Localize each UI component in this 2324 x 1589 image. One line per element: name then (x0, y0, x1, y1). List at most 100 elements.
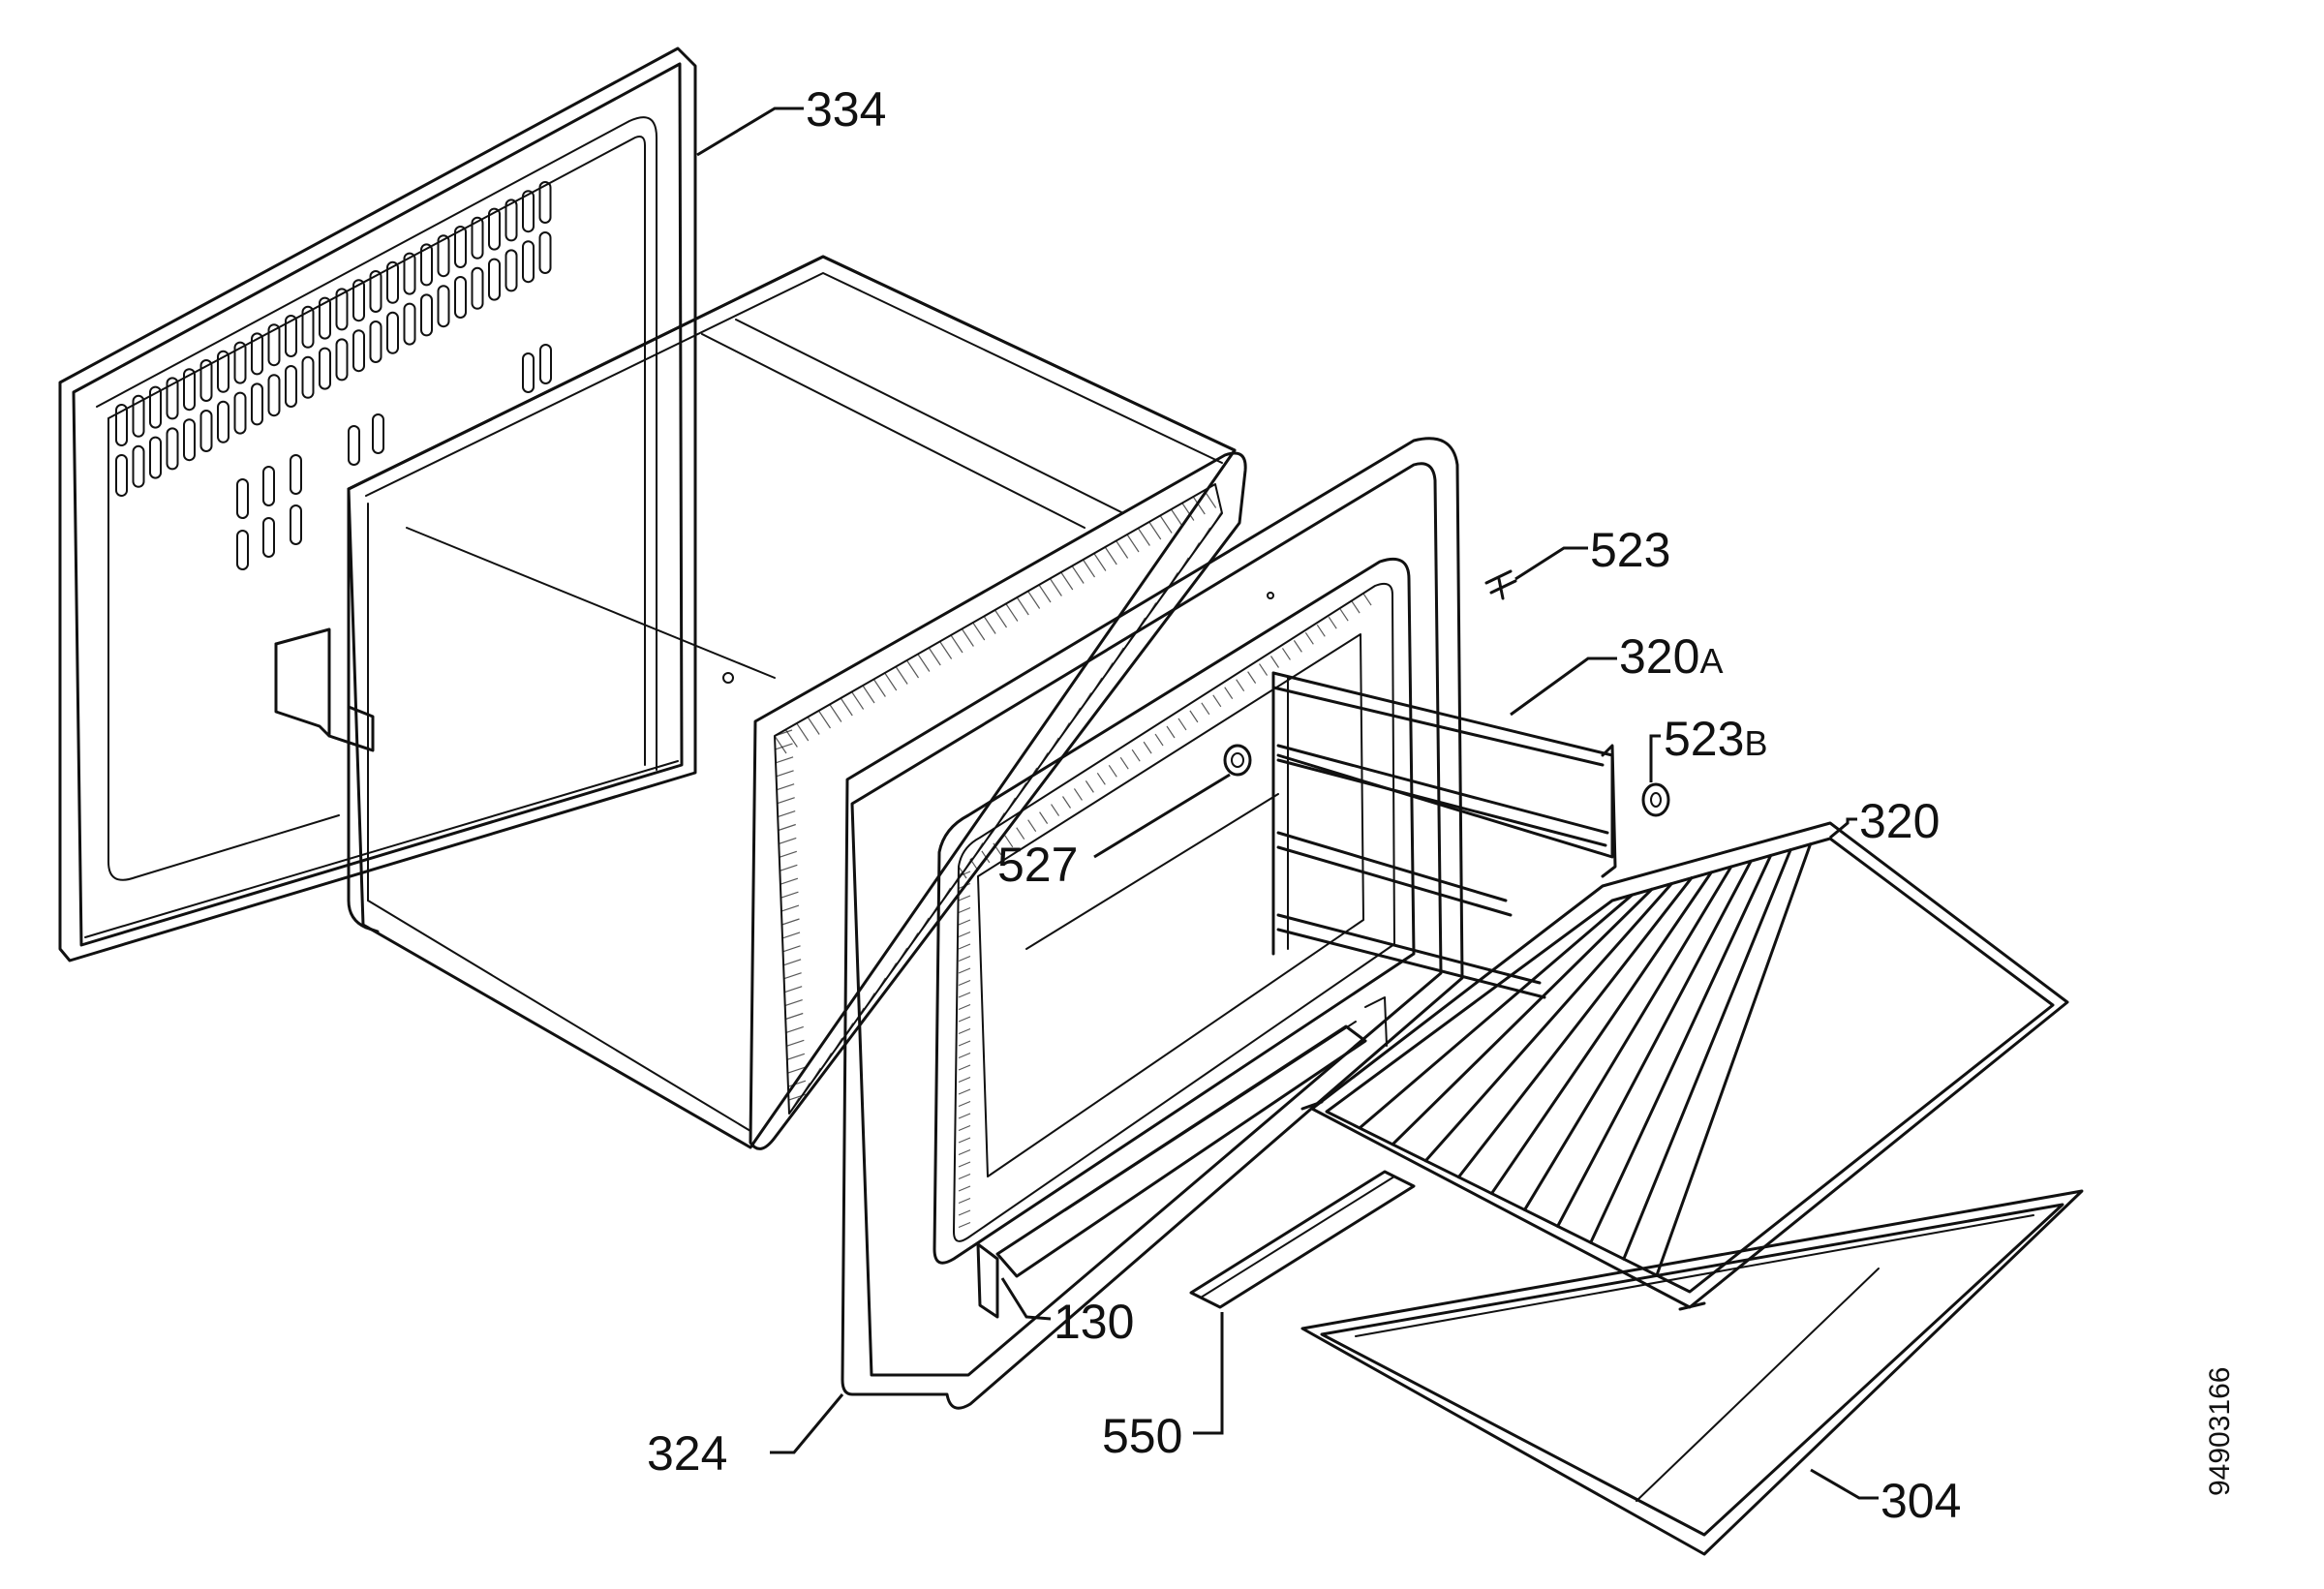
hatch-line (1293, 640, 1302, 653)
hatch-line (897, 947, 908, 964)
hatch-line (895, 666, 908, 685)
hatch-line (958, 1064, 971, 1071)
hatch-line (862, 685, 875, 704)
hatch-line (917, 654, 931, 672)
hatch-line (1281, 648, 1291, 660)
baking-tray (1300, 1189, 2084, 1556)
hatch-line (1159, 515, 1173, 534)
hatch-line (958, 1003, 971, 1011)
hatch-line (782, 959, 802, 966)
front-frame (841, 437, 1464, 1410)
hatch-line (1005, 603, 1019, 622)
hatch-line (1137, 528, 1150, 546)
hatch-line (993, 842, 1002, 856)
hatch-line (958, 895, 971, 901)
hatch-line (1204, 490, 1217, 508)
slot (505, 199, 518, 242)
label-523b-number: 523 (1664, 712, 1744, 766)
shelf-wire (1622, 848, 1792, 1261)
hatch-line (1071, 565, 1085, 584)
shelf-wire (1589, 853, 1773, 1244)
slot (149, 385, 162, 429)
slot (301, 305, 315, 349)
slot (236, 530, 249, 570)
hatch-line (832, 1037, 843, 1054)
hatch-line (928, 647, 941, 666)
hatch-line (851, 691, 865, 710)
slot (420, 243, 433, 287)
hatch-line (906, 659, 919, 679)
shelf-wire (1358, 893, 1634, 1130)
hatch-line (1304, 632, 1314, 645)
slot (454, 276, 467, 319)
hatch-line (1247, 671, 1257, 684)
slot (199, 359, 213, 402)
slot (348, 425, 360, 466)
slot (319, 347, 331, 390)
shelf-wire (1523, 865, 1733, 1211)
slot (267, 323, 281, 367)
hatch-line (958, 871, 971, 877)
shelf-wire (1556, 859, 1753, 1228)
hatch-line (958, 931, 971, 938)
hatch-line (961, 628, 974, 647)
hatch-line (788, 1097, 800, 1115)
hatch-line (958, 1113, 971, 1119)
slot (386, 260, 399, 304)
hatch-line (1049, 578, 1062, 596)
slot (538, 231, 552, 274)
hatch-line (1016, 827, 1025, 840)
hatch-line (1131, 749, 1141, 762)
hatch-line (1188, 542, 1200, 559)
hatch-line (872, 679, 886, 697)
hatch-line (1143, 741, 1152, 754)
hatch-line (994, 609, 1007, 628)
hatch-line (1027, 591, 1041, 609)
hatch-line (1091, 677, 1103, 694)
hatch-line (1108, 764, 1117, 778)
hatch-line (958, 1197, 971, 1205)
slot (403, 302, 416, 346)
slot (233, 391, 247, 435)
hatch-line (958, 1161, 971, 1168)
hatch-line (810, 1067, 821, 1085)
slot (505, 249, 518, 292)
hatch-line (1328, 616, 1337, 629)
hatch-line (958, 1027, 971, 1035)
drip-rail (1189, 1170, 1416, 1309)
hatch-line (776, 783, 795, 791)
window-seal-hatching (958, 593, 1372, 1229)
hatch-line (886, 963, 898, 979)
leader-lines (696, 107, 1879, 1500)
hatch-line (958, 1209, 971, 1216)
hatch-line (874, 977, 886, 994)
hatch-line (958, 943, 971, 950)
slot (369, 321, 382, 363)
hatch-line (1192, 496, 1206, 515)
slot (369, 270, 382, 313)
slot (335, 288, 349, 331)
hatch-line (776, 770, 794, 778)
hatch-line (787, 1080, 807, 1087)
rear-panel (58, 46, 697, 963)
slot (372, 413, 384, 454)
hatch-line (821, 1053, 833, 1069)
hatch-line (1126, 534, 1140, 553)
slot (115, 454, 128, 497)
hatch-line (1236, 679, 1245, 691)
slot (236, 478, 249, 519)
hatch-line (1200, 527, 1211, 544)
slot (335, 338, 349, 382)
slot (290, 504, 302, 545)
hatch-line (1171, 508, 1183, 528)
hatch-line (1073, 788, 1083, 801)
hatch-line (1316, 624, 1326, 637)
hatch-line (786, 1039, 805, 1047)
hatch-line (779, 850, 798, 858)
ventilation-slots (115, 181, 552, 570)
hatch-line (939, 641, 953, 659)
hatch-line (1177, 557, 1189, 574)
wire-shelf (1300, 821, 2069, 1311)
slot (319, 296, 331, 340)
nut (1641, 782, 1670, 817)
